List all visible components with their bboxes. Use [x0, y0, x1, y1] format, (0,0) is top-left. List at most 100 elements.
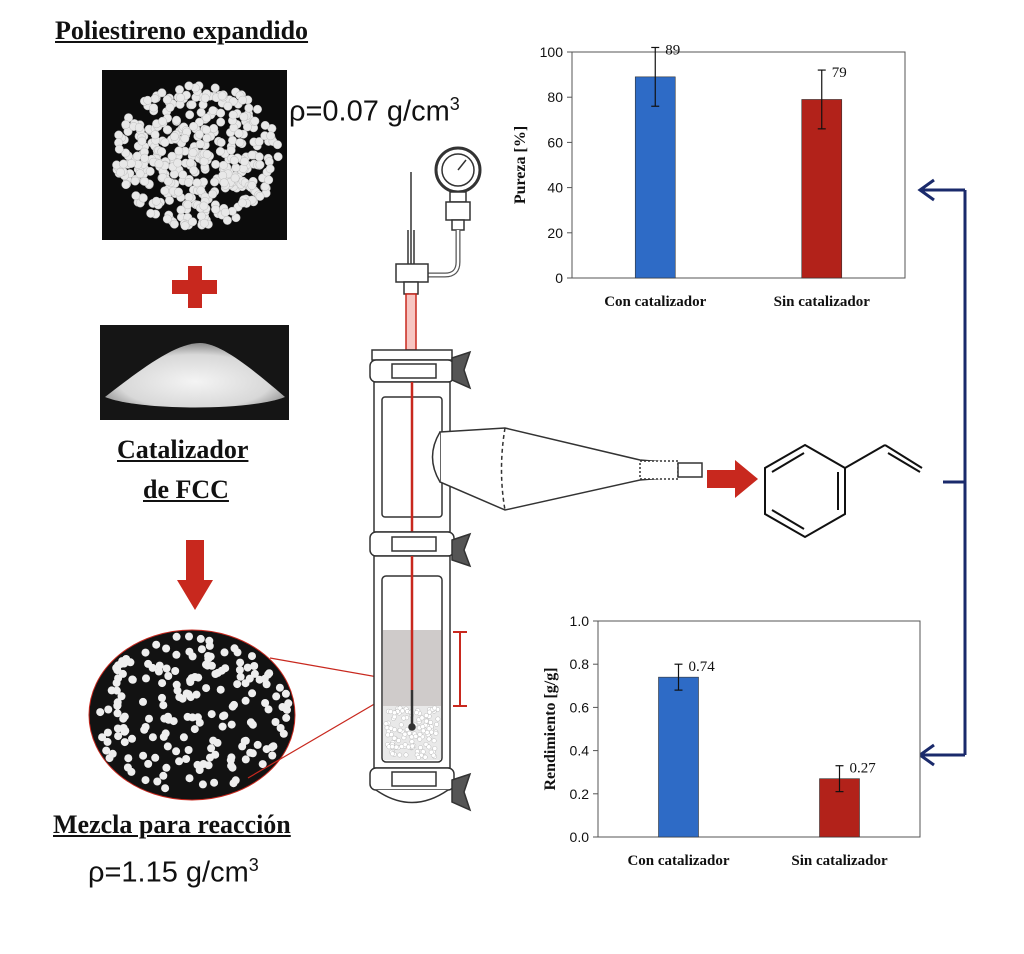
reactor-bead: [391, 735, 397, 741]
plot-frame: [597, 620, 921, 838]
mixture-bead: [281, 689, 290, 698]
bead: [229, 156, 239, 165]
bead: [188, 148, 198, 158]
mixture-bead: [211, 750, 220, 759]
reactor-bead: [433, 731, 439, 736]
reactor-bead: [402, 742, 408, 748]
bead: [235, 138, 245, 148]
bead: [178, 170, 188, 180]
mixture-bead: [240, 737, 249, 746]
mixture-bead: [272, 692, 281, 701]
bead: [121, 180, 131, 190]
mixture-bead: [128, 675, 137, 684]
mixture-bead: [236, 672, 245, 681]
bead: [215, 146, 225, 156]
reactor-bead: [435, 716, 441, 722]
bead: [162, 125, 172, 135]
mixture-bead: [102, 746, 111, 755]
mixture-bead: [241, 679, 250, 688]
mixture-bead: [144, 759, 153, 768]
reactor-bead: [409, 739, 415, 744]
bead: [240, 157, 249, 166]
bead: [253, 104, 262, 114]
bead: [239, 112, 249, 122]
bead: [226, 145, 236, 155]
bead: [145, 166, 155, 176]
reactor-bead: [423, 718, 429, 724]
mixture-bead: [96, 708, 105, 717]
bead: [200, 93, 210, 103]
mixture-bead: [161, 729, 170, 738]
reactor-bead: [420, 749, 426, 755]
bead: [151, 196, 161, 206]
bead: [180, 134, 190, 143]
down-arrow-icon: [177, 540, 213, 610]
density-top-exponent: 3: [449, 94, 460, 114]
reactor-bead: [428, 720, 433, 725]
bead: [138, 193, 148, 203]
mixture-bead: [159, 771, 168, 780]
mixture-bead: [163, 742, 172, 751]
mixture-bead: [113, 709, 122, 718]
reactor-bead: [397, 752, 402, 758]
mixture-bead: [161, 784, 170, 793]
bead: [163, 176, 173, 186]
mixture-bead: [120, 727, 129, 736]
mixture-bead: [282, 713, 291, 722]
bead: [176, 93, 185, 103]
bead: [234, 129, 244, 138]
bead: [135, 169, 145, 179]
reactor-bead: [413, 733, 419, 739]
bead: [165, 103, 175, 112]
bead: [180, 221, 190, 231]
reactor-bead: [406, 730, 412, 736]
bead: [216, 117, 226, 127]
bead: [172, 115, 181, 125]
mixture-bead: [103, 737, 112, 746]
bead: [265, 164, 275, 174]
mixture-bead: [172, 747, 181, 756]
reactor-bead: [396, 738, 401, 743]
mixture-label: Mezcla para reacción: [53, 810, 291, 839]
bead: [160, 138, 170, 147]
reactor-bead: [420, 724, 426, 730]
mixture-bead: [145, 714, 153, 723]
bead: [260, 120, 270, 130]
mixture-bead: [148, 733, 157, 742]
mixture-bead: [151, 753, 160, 762]
bead: [146, 208, 156, 218]
y-tick-label: 0.4: [570, 743, 590, 759]
y-tick-label: 0.8: [570, 656, 590, 672]
bead: [149, 103, 159, 113]
mixture-bead: [258, 760, 267, 769]
reactor-bead: [426, 736, 432, 742]
reactor-bead: [417, 732, 423, 737]
mixture-bead: [172, 680, 181, 689]
reactor-bead: [402, 731, 408, 737]
reactor-bead: [389, 744, 395, 750]
bead: [189, 121, 198, 131]
mixture-bead: [162, 664, 171, 673]
y-tick-label: 0.0: [570, 829, 590, 845]
mixture-bead: [185, 774, 194, 783]
mixture-bead: [193, 760, 202, 769]
bead: [157, 147, 167, 157]
density-bottom: ρ=1.15 g/cm3: [88, 855, 259, 890]
mixture-bead: [153, 777, 162, 786]
bead: [254, 137, 264, 147]
data-label: 0.74: [689, 659, 716, 675]
bead: [219, 160, 228, 170]
mixture-bead: [220, 711, 229, 720]
bead: [223, 101, 233, 111]
reactor-bead: [393, 744, 399, 750]
bead: [196, 186, 206, 196]
mixture-bead: [158, 693, 166, 702]
catalyst-label-line1: Catalizador: [117, 435, 249, 464]
mixture-bead: [261, 699, 270, 707]
mixture-bead: [164, 715, 173, 724]
reactor-bead: [426, 744, 432, 750]
bead: [238, 95, 248, 105]
mixture-bead: [162, 644, 171, 653]
